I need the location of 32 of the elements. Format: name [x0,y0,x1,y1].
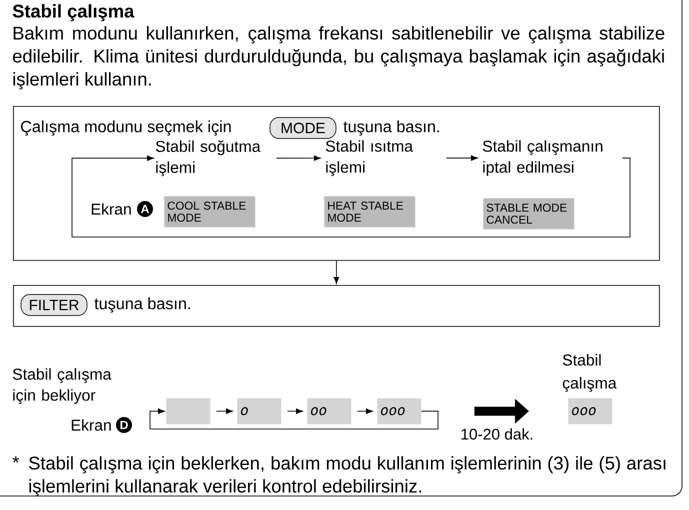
key-button: MODE [270,117,336,139]
lcd-display [166,398,210,424]
footnote: Stabil çalışma için beklerken, bakım modu kullanım işlemlerinin (3) ile (5) arası işlemlerini kullanarak verileri kontrol edebilirsiniz. [29,456,666,496]
status-label: Stabil çalışma için bekliyor [12,368,112,404]
lcd-display: ooo [377,398,422,424]
circled-letter: A [137,201,153,217]
screen-label: Ekran [92,203,131,215]
arrow [287,408,303,414]
arrow [357,408,373,414]
arrow [334,260,340,284]
step-label: Stabil ısıtma işlemi [326,140,413,176]
title: Stabil çalışma [12,4,134,22]
arrow [276,155,321,161]
circled-letter: D [116,417,132,433]
key-button: FILTER [20,294,88,316]
lcd-display: o [237,398,282,424]
arrow [216,408,233,414]
arrow [446,155,478,161]
arrow [72,155,630,238]
screen-label: Ekran [72,419,111,431]
display-caption: Stabil çalışma [562,354,617,392]
arrow [150,408,438,430]
lcd-display: oo [307,398,352,424]
paragraph: Bakım modunu kullanırken, çalışma frekansı sabitlenebilir ve çalışma stabilize edilebilir. Klima ünitesi durdurulduğunda, bu çalışmaya başlamak için aşağıdaki işlemleri kullanın. [13,26,664,90]
display-panel: STABLE MODE CANCEL [483,198,574,230]
display-panel: HEAT STABLE MODE [324,196,416,228]
edge-label: 10-20 dak. [459,427,535,441]
footnote-mark: * [12,456,20,463]
step-label: Stabil çalışmanın iptal edilmesi [482,140,602,176]
step-label: Stabil soğutma işlemi [156,140,261,176]
lcd-display: ooo [568,398,612,424]
display-panel: COOL STABLE MODE [164,196,256,228]
